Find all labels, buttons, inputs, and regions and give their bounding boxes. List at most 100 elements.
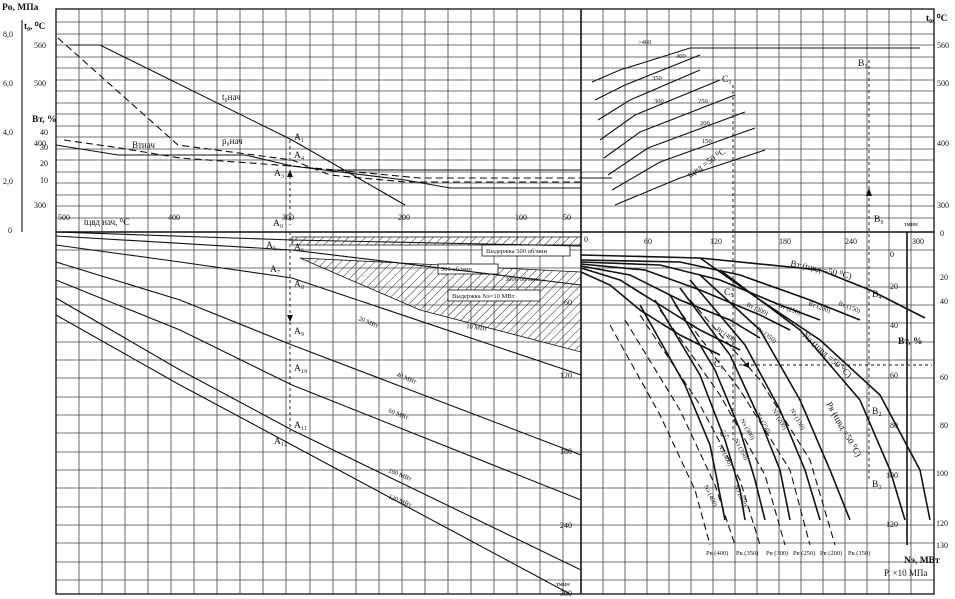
bt-outer-80: 80 — [940, 421, 948, 430]
bt-axis-title-right: Bт, % — [898, 337, 923, 347]
p-tick-8: 8,0 — [3, 30, 13, 39]
arrow-up-b — [866, 188, 872, 196]
bt-350-curve — [580, 267, 741, 351]
point-a7: A₇ — [270, 265, 280, 275]
p-400-dashed — [609, 324, 711, 546]
tau-axis-title-upper: τмин — [904, 221, 918, 228]
ne-200-curve — [689, 279, 821, 521]
arrow-up-a3 — [287, 170, 293, 177]
t-family-300 — [599, 79, 721, 141]
tau-left-60: 60 — [564, 298, 572, 307]
arrow-down-a9 — [287, 315, 293, 322]
label-t-350: 350 — [652, 75, 662, 82]
bt-tick-20: 20 — [40, 159, 48, 168]
point-b4: B₄ — [872, 290, 882, 300]
point-a12: A₁₂ — [274, 437, 288, 447]
label-pv-250: Pв (250) — [793, 550, 815, 557]
t-tick-400-left: 400 — [34, 139, 46, 148]
p-axis-title-right: P, ×10 МПа — [884, 568, 927, 578]
bt-150-curve — [580, 259, 861, 321]
tcvd-tick-50: 50 — [563, 213, 571, 222]
label-ne-150: Nэ (150) — [788, 408, 806, 432]
tcvd-tick-100: 100 — [515, 213, 527, 222]
tau-tick-300: 300 — [912, 237, 924, 246]
p-axis-title: Po, МПа — [2, 3, 39, 13]
point-b3: B₃ — [872, 480, 882, 490]
t-tick-300-left: 300 — [34, 201, 46, 210]
point-b0: B₀ — [874, 215, 884, 225]
point-b2: B₂ — [872, 407, 882, 417]
box-3000-text: 3000 об/мин — [505, 276, 540, 283]
p-tick-6: 6,0 — [3, 79, 13, 88]
bt-right-20: 20 — [890, 282, 898, 291]
t-family-400 — [594, 54, 701, 101]
tau-left-120: 120 — [560, 371, 572, 380]
ne-400-curve — [639, 304, 726, 521]
point-a5: A₅ — [266, 241, 276, 251]
load-line-60mw — [55, 279, 582, 501]
box-hold-500-text: Выдержка 500 об/мин — [486, 248, 548, 255]
load-line-top — [55, 231, 582, 247]
point-a3: A₃ — [274, 169, 284, 179]
label-pv-150: Pв (150) — [848, 550, 870, 557]
tau-tick-240: 240 — [845, 237, 857, 246]
t-family-50 — [614, 149, 766, 206]
bt-50-curve — [580, 254, 926, 319]
point-a4: A₄ — [294, 151, 304, 161]
box-500-text: 500 об/мин — [441, 266, 472, 273]
point-c5: C₅ — [724, 288, 734, 298]
bt-right-0: 0 — [890, 250, 894, 259]
bt-right-80: 80 — [890, 421, 898, 430]
bt-200-curve — [580, 261, 821, 321]
tau-tick-60: 60 — [644, 237, 652, 246]
label-t0-nach: t₀нач — [222, 92, 241, 102]
bt-outer-120: 120 — [936, 519, 948, 528]
tcvd-tick-200: 200 — [398, 213, 410, 222]
tau-left-240: 240 — [560, 521, 572, 530]
label-p0-nach: p₀нач — [222, 136, 243, 146]
t-family-350 — [597, 69, 701, 121]
tcvd-tick-500: 500 — [58, 213, 70, 222]
bt-tick-10: 10 — [40, 176, 48, 185]
bt-outer-100: 100 — [936, 469, 948, 478]
p-tick-4: 4,0 — [3, 128, 13, 137]
tau-tick-180: 180 — [779, 237, 791, 246]
label-t-460: >460 — [638, 39, 651, 46]
label-t-400: 400 — [676, 53, 686, 60]
ne-150-curve — [699, 274, 851, 521]
ne-350-curve — [654, 299, 746, 521]
point-b1: B₁ — [858, 59, 868, 69]
bt-outer-130: 130 — [936, 541, 948, 550]
load-line-10mw — [55, 235, 582, 286]
curve-bt-lower — [55, 144, 581, 189]
tau-left-180: 180 — [560, 447, 572, 456]
box-hold-10mw-text: Выдержка Nэ=10 МВт — [452, 293, 515, 300]
bt-outer-20: 20 — [940, 273, 948, 282]
t-family-460 — [591, 47, 920, 83]
label-t-200: 200 — [700, 120, 710, 127]
tcvd-axis-title: tцвд нач, ⁰C — [84, 217, 129, 227]
ne-axis-title: Nэ, МВт — [904, 556, 940, 566]
point-c6: C₆ — [714, 360, 724, 370]
tau-left-300: 300 — [560, 589, 572, 598]
label-t-300: 300 — [654, 98, 664, 105]
t-tick-560-right: 560 — [937, 41, 949, 50]
bt-axis-title-left: Bт, % — [32, 115, 57, 125]
point-a6: A₆ — [294, 243, 304, 253]
bt-right-100: 100 — [886, 471, 898, 480]
label-60mw: 60 МВт — [387, 407, 409, 421]
t-tick-300-right: 300 — [937, 201, 949, 210]
label-t-250: 250 — [698, 98, 708, 105]
label-pv-350: Pв (350) — [736, 550, 758, 557]
p-250-dashed — [659, 309, 786, 546]
p-tick-0: 0 — [8, 226, 12, 235]
t-family-200 — [607, 111, 746, 176]
ne-250-curve — [679, 287, 791, 521]
bt-400-curve — [580, 271, 721, 356]
plot-frame — [55, 8, 935, 595]
p-tick-2: 2,0 — [3, 177, 13, 186]
tcvd-tick-300: 300 — [282, 213, 294, 222]
bt-250-curve — [580, 263, 791, 331]
bt-tick-40: 40 — [40, 128, 48, 137]
